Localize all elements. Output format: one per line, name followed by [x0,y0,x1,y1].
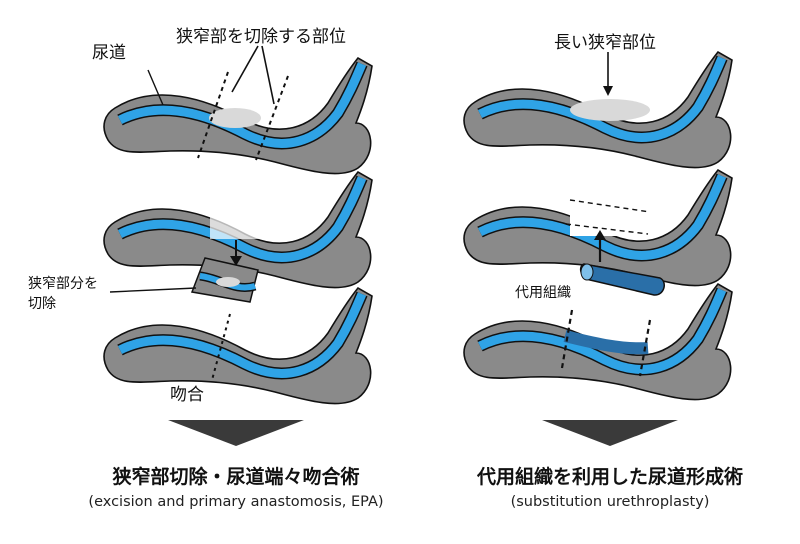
long-stricture-arrowhead [603,86,613,96]
right-title: 代用組織を利用した尿道形成術 [476,466,744,488]
label-excise: 狭窄部分を 切除 [28,276,98,312]
anastomosis-line [211,313,231,381]
suture-line-left [560,309,574,369]
down-arrow-head [230,256,242,266]
gap-dash-top [569,199,651,213]
label-long-stricture: 長い狭窄部位 [554,33,656,53]
label-stricture-site: 狭窄部を切除する部位 [176,27,346,47]
stricture-region [209,108,261,128]
left-result-arrow [168,420,304,446]
left-organ-3 [104,288,372,404]
pointer-line-b [261,45,275,105]
right-organ-1 [464,52,732,168]
up-arrow-head [594,230,606,240]
urethra-pointer [147,69,164,106]
cut-line-left [197,71,229,159]
right-result-arrow [542,420,678,446]
graft-inlay [563,330,649,355]
label-urethra: 尿道 [92,43,126,63]
excise-pointer [109,287,197,293]
label-anastomosis: 吻合 [170,385,204,405]
excised-segment [190,257,259,303]
left-title: 狭窄部切除・尿道端々吻合術 [112,466,360,488]
left-organ-1 [104,58,372,174]
gap-dash-bottom [565,223,649,235]
excised-zone [210,193,265,239]
graft-tissue [579,263,665,296]
right-subtitle: (substitution urethroplasty) [510,494,710,510]
suture-line-right [638,319,652,377]
pointer-line-a [231,45,259,93]
long-stricture-region [570,99,650,121]
gap-zone [570,194,650,236]
left-subtitle: (excision and primary anastomosis, EPA) [88,494,384,510]
label-graft: 代用組織 [515,285,571,301]
cut-line-right [255,75,289,161]
